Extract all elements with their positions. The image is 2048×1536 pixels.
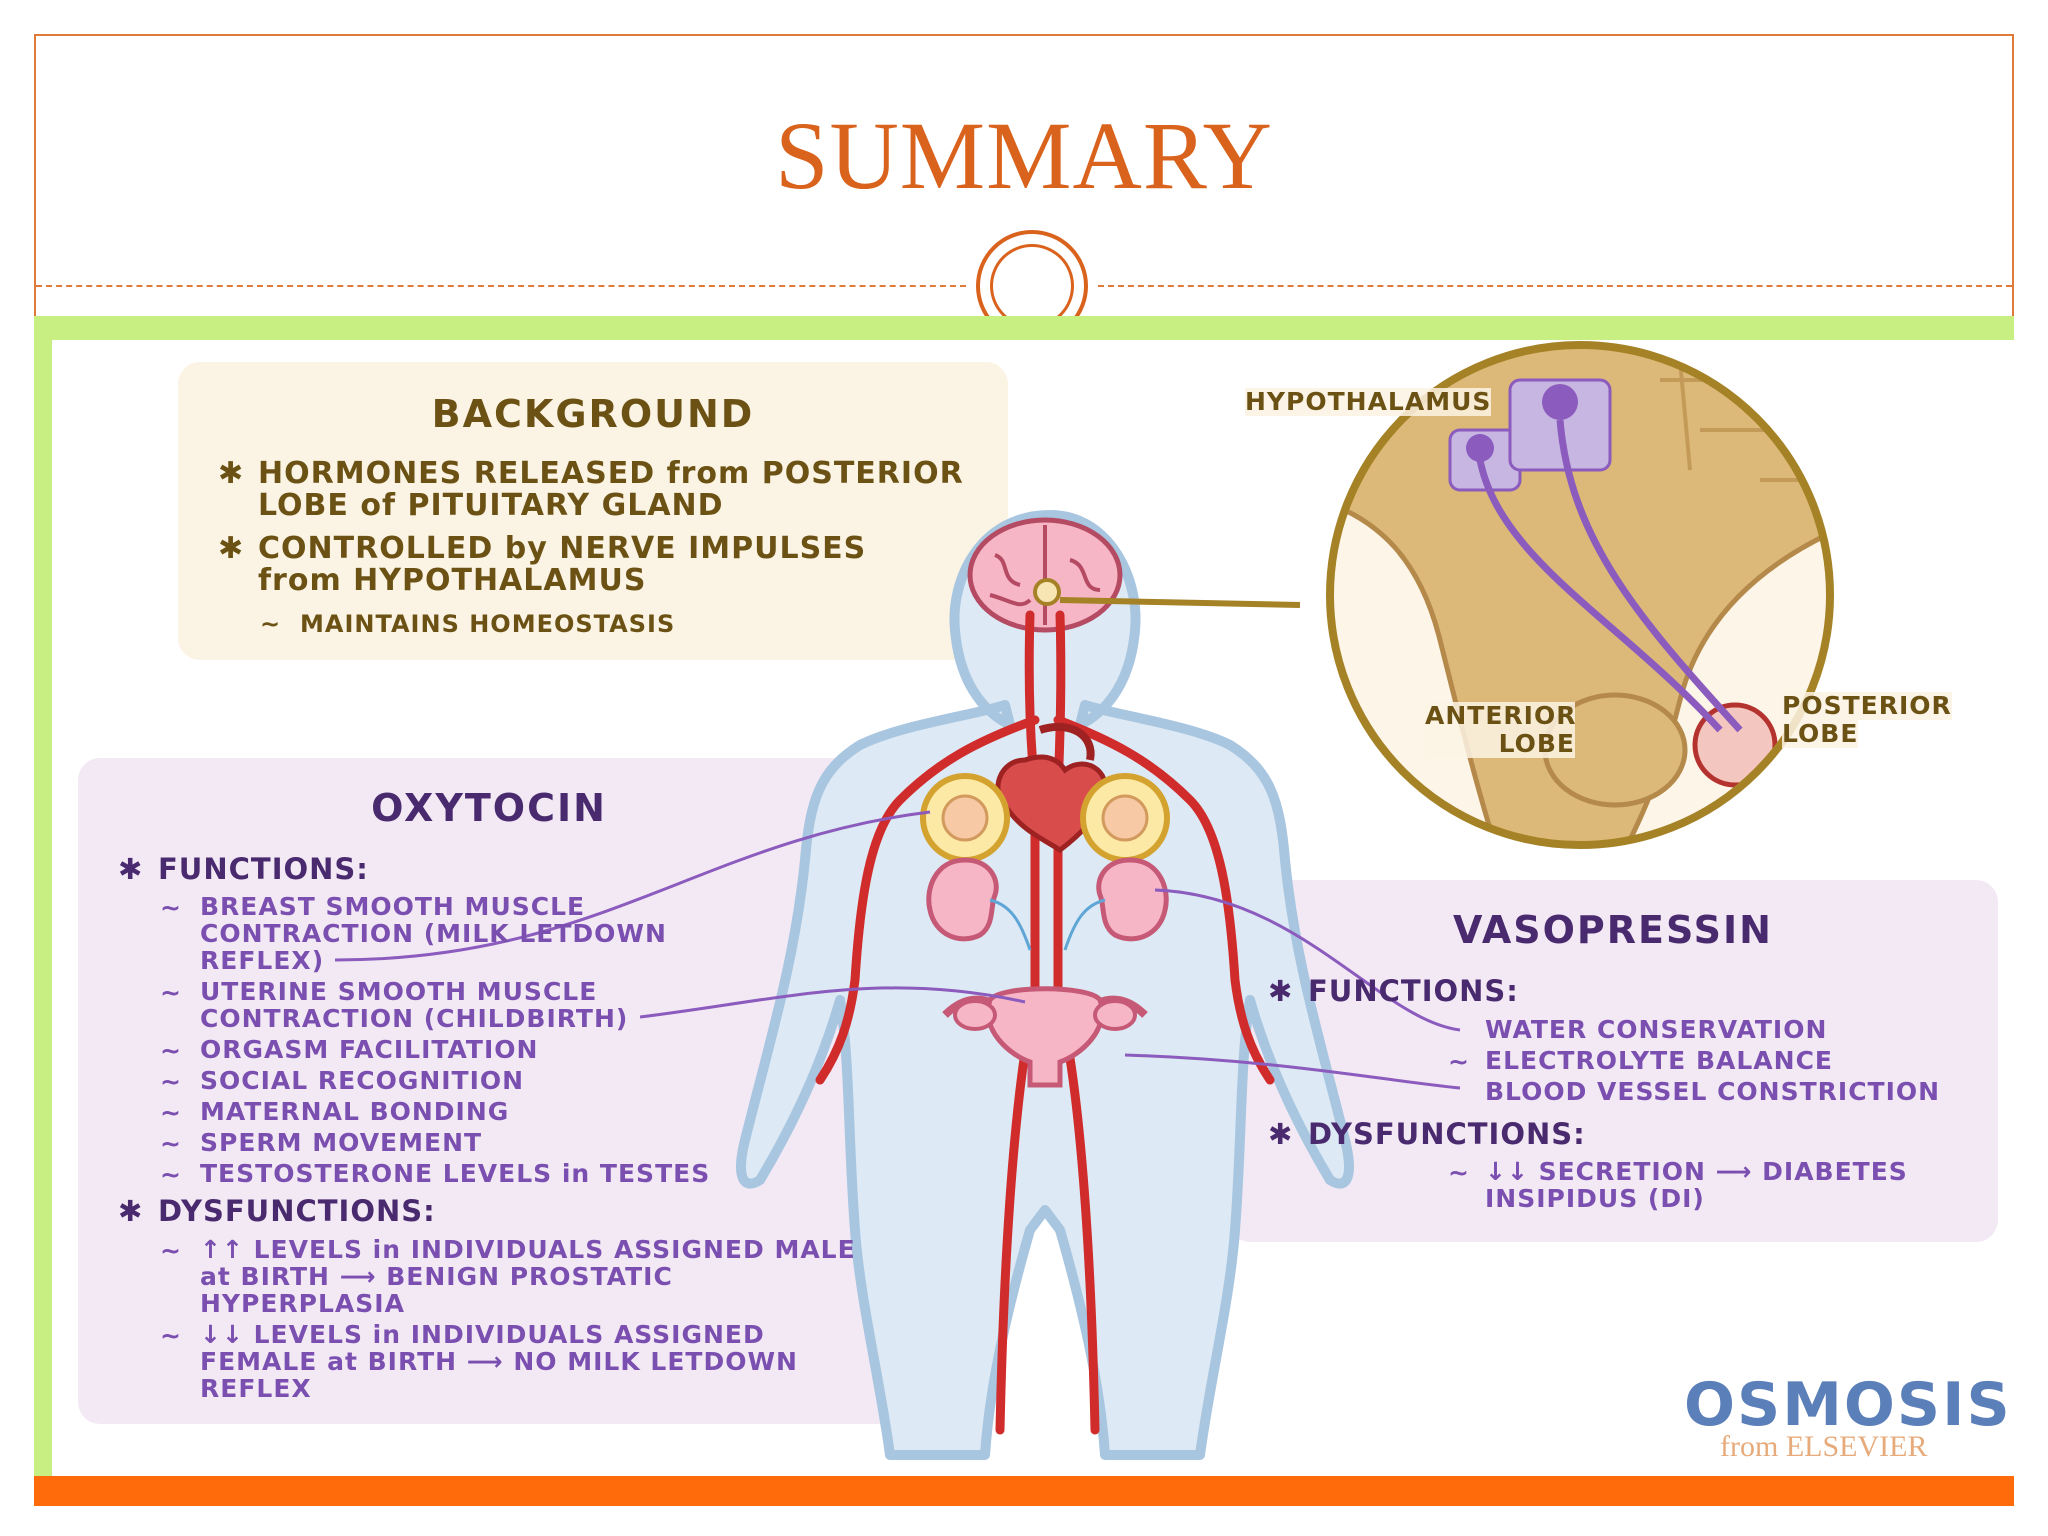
oxytocin-function-item: SOCIAL RECOGNITION (200, 1066, 525, 1095)
tilde-icon: ~ (260, 610, 282, 638)
title-divider-right (1098, 285, 2012, 287)
oxytocin-function-item: SPERM MOVEMENT (200, 1128, 483, 1157)
anterior-lobe-label: LOBE (1425, 730, 1575, 758)
slide-title: SUMMARY (775, 102, 1273, 209)
tilde-icon: ~ (160, 1236, 181, 1265)
elsevier-logo-text: from ELSEVIER (1720, 1430, 1928, 1463)
pituitary-zoom-icon (1326, 341, 1834, 849)
oxytocin-function-item: CONTRACTION (CHILDBIRTH) (200, 1004, 629, 1033)
bullet-star-icon: ✱ (218, 531, 245, 566)
vasopressin-function-item: WATER CONSERVATION (1485, 1015, 1828, 1044)
bullet-star-icon: ✱ (118, 1194, 144, 1228)
vasopressin-dysfunctions-heading: DYSFUNCTIONS: (1308, 1117, 1586, 1151)
background-item: CONTROLLED by NERVE IMPULSES (258, 531, 867, 566)
tilde-icon: ~ (160, 893, 181, 922)
bullet-star-icon: ✱ (1268, 974, 1294, 1008)
tilde-icon: ~ (160, 1321, 181, 1350)
oxytocin-dysfunction-item: FEMALE at BIRTH ⟶ NO MILK LETDOWN (200, 1347, 798, 1376)
green-top-bar (34, 316, 2014, 340)
vasopressin-dysfunction-item: INSIPIDUS (DI) (1485, 1184, 1705, 1213)
oxytocin-function-item: CONTRACTION (MILK LETDOWN (200, 919, 667, 948)
tilde-icon: ~ (160, 1067, 181, 1096)
tilde-icon: ~ (160, 1036, 181, 1065)
oxytocin-dysfunction-item: HYPERPLASIA (200, 1289, 405, 1318)
body-silhouette (736, 510, 1354, 1460)
background-item: LOBE of PITUITARY GLAND (258, 488, 724, 523)
bullet-star-icon: ✱ (1268, 1117, 1294, 1151)
hypothalamus-label: HYPOTHALAMUS (1245, 387, 1492, 416)
kidneys-icon (926, 857, 1169, 951)
oxytocin-dysfunction-item: REFLEX (200, 1374, 312, 1403)
bullet-star-icon: ✱ (218, 456, 245, 491)
oxytocin-dysfunction-item: ↑↑ LEVELS in INDIVIDUALS ASSIGNED MALE (200, 1235, 856, 1264)
vasopressin-function-item: BLOOD VESSEL CONSTRICTION (1485, 1077, 1941, 1106)
osmosis-logo: OSMOSIS (1684, 1370, 2012, 1440)
oxytocin-dysfunctions-heading: DYSFUNCTIONS: (158, 1194, 436, 1228)
tilde-icon: ~ (160, 978, 181, 1007)
oxytocin-function-item: UTERINE SMOOTH MUSCLE (200, 977, 598, 1006)
bullet-star-icon: ✱ (118, 852, 144, 886)
vasopressin-box (1228, 880, 1998, 1242)
anterior-lobe-label: ANTERIOR (1425, 701, 1577, 730)
background-item: HORMONES RELEASED from POSTERIOR (258, 456, 964, 491)
mammary-glands-icon (920, 773, 1170, 863)
oxytocin-function-item: ORGASM FACILITATION (200, 1035, 539, 1064)
tilde-icon: ~ (160, 1098, 181, 1127)
oxytocin-dysfunction-item: at BIRTH ⟶ BENIGN PROSTATIC (200, 1262, 673, 1291)
orange-bottom-bar (34, 1476, 2014, 1506)
brain-icon (967, 517, 1123, 633)
oxytocin-function-item: MATERNAL BONDING (200, 1097, 510, 1126)
tilde-icon: ~ (1448, 1158, 1469, 1187)
background-item: from HYPOTHALAMUS (258, 563, 647, 598)
posterior-lobe-label: LOBE (1782, 719, 1859, 748)
tilde-icon: ~ (1448, 1047, 1469, 1076)
oxytocin-function-item: REFLEX) (200, 946, 325, 975)
green-left-bar (34, 316, 52, 1476)
background-box (178, 362, 1008, 660)
vasopressin-functions-heading: FUNCTIONS: (1308, 974, 1519, 1008)
background-title: BACKGROUND (431, 392, 755, 436)
posterior-lobe-label: POSTERIOR (1782, 691, 1952, 720)
pointer-lines (334, 810, 1461, 1090)
oxytocin-function-item: BREAST SMOOTH MUSCLE (200, 892, 586, 921)
oxytocin-functions-heading: FUNCTIONS: (158, 852, 369, 886)
vasopressin-function-item: ELECTROLYTE BALANCE (1485, 1046, 1833, 1075)
oxytocin-dysfunction-item: ↓↓ LEVELS in INDIVIDUALS ASSIGNED (200, 1320, 765, 1349)
tilde-icon: ~ (160, 1160, 181, 1189)
zoom-connector (1059, 597, 1301, 608)
vasopressin-title: VASOPRESSIN (1453, 908, 1773, 952)
vasopressin-dysfunction-item: ↓↓ SECRETION ⟶ DIABETES (1485, 1157, 1908, 1186)
background-item: MAINTAINS HOMEOSTASIS (300, 610, 676, 638)
oxytocin-title: OXYTOCIN (371, 786, 607, 830)
title-divider-left (36, 285, 966, 287)
oxytocin-function-item: TESTOSTERONE LEVELS in TESTES (200, 1159, 711, 1188)
tilde-icon: ~ (160, 1129, 181, 1158)
uterus-icon (942, 986, 1148, 1088)
